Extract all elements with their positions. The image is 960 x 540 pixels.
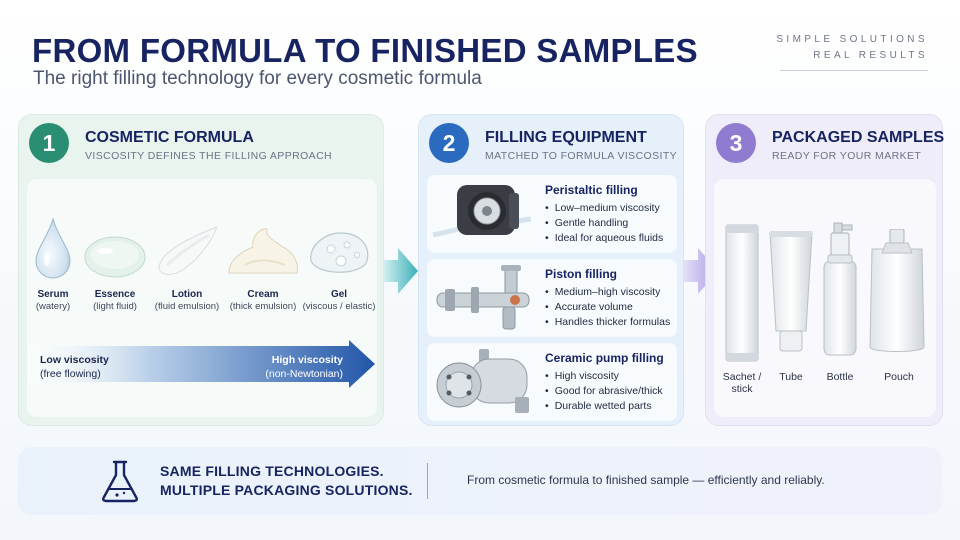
formula-desc: (light fluid) — [93, 301, 137, 312]
equipment-card-ceramic-pump: Ceramic pump filling High viscosity Good… — [427, 343, 677, 421]
peristaltic-pump-icon — [432, 185, 532, 238]
pouch-icon — [869, 229, 925, 352]
cream-dollop-icon — [228, 228, 298, 274]
low-viscosity-desc: (free flowing) — [40, 368, 101, 380]
formula-desc: (fluid emulsion) — [154, 301, 220, 312]
step-1-subtitle: VISCOSITY DEFINES THE FILLING APPROACH — [85, 150, 333, 162]
equipment-point: Low–medium viscosity — [545, 201, 663, 216]
gel-blob-icon — [310, 232, 369, 273]
package-label-line: Sachet / — [722, 371, 762, 383]
formula-desc: (viscous / elastic) — [302, 301, 376, 312]
high-viscosity-label: High viscosity (non-Newtonian) — [265, 353, 343, 381]
formula-item-essence: Essence (light fluid) — [75, 215, 155, 312]
tagline-line-1: SIMPLE SOLUTIONS — [776, 34, 928, 45]
formula-name: Gel — [330, 289, 348, 300]
package-label-pouch: Pouch — [884, 371, 914, 383]
low-viscosity-label: Low viscosity (free flowing) — [40, 353, 109, 381]
formula-name: Serum — [37, 289, 69, 300]
formula-desc: (thick emulsion) — [229, 301, 297, 312]
equipment-point: Gentle handling — [545, 216, 663, 231]
formula-item-serum: Serum (watery) — [13, 215, 93, 312]
viscosity-gradient-arrow — [29, 340, 375, 388]
formula-name: Essence — [94, 289, 136, 300]
equipment-point: Ideal for aqueous fluids — [545, 231, 664, 246]
page-subtitle: The right filling technology for every c… — [33, 68, 482, 89]
step-1-number: 1 — [29, 123, 69, 163]
step-2-subtitle: MATCHED TO FORMULA VISCOSITY — [485, 150, 678, 162]
formula-item-cream: Cream (thick emulsion) — [223, 215, 303, 312]
page-title: FROM FORMULA TO FINISHED SAMPLES — [32, 32, 698, 69]
high-viscosity-desc: (non-Newtonian) — [265, 368, 343, 380]
high-viscosity-title: High viscosity — [271, 354, 343, 366]
sachet-icon — [725, 224, 759, 362]
equipment-title: Peristaltic filling — [545, 183, 638, 197]
package-label-bottle: Bottle — [826, 371, 854, 383]
flask-icon — [102, 460, 138, 503]
package-label-line: stick — [731, 383, 753, 395]
tagline-line-2: REAL RESULTS — [813, 50, 928, 61]
equipment-points: Low–medium viscosity Gentle handling Ide… — [545, 201, 664, 246]
ceramic-pump-icon — [436, 349, 529, 413]
step-3-panel: 3 PACKAGED SAMPLES READY FOR YOUR MARKET… — [705, 114, 945, 426]
tube-icon — [769, 231, 813, 352]
step-3-number: 3 — [716, 123, 756, 163]
step-1-panel: 1 COSMETIC FORMULA VISCOSITY DEFINES THE… — [18, 114, 384, 426]
footer-headline-line-2: MULTIPLE PACKAGING SOLUTIONS. — [160, 482, 413, 498]
footer-text: From cosmetic formula to finished sample… — [467, 473, 825, 487]
package-label-sachet: Sachet / stick — [714, 371, 770, 395]
step-3-subtitle: READY FOR YOUR MARKET — [772, 150, 922, 162]
footer-headline-line-1: SAME FILLING TECHNOLOGIES. — [160, 463, 384, 479]
equipment-card-piston: Piston filling Medium–high viscosity Acc… — [427, 259, 677, 337]
step-2-number: 2 — [429, 123, 469, 163]
low-viscosity-title: Low viscosity — [40, 354, 109, 366]
equipment-card-peristaltic: Peristaltic filling Low–medium viscosity… — [427, 175, 677, 253]
flow-arrow-2-icon — [684, 248, 718, 294]
serum-drop-icon — [35, 217, 71, 279]
footer-divider — [427, 463, 428, 499]
equipment-points: Medium–high viscosity Accurate volume Ha… — [545, 285, 671, 330]
formula-name: Cream — [247, 289, 279, 300]
flow-arrow-1-icon — [384, 248, 418, 294]
formula-desc: (watery) — [35, 301, 71, 312]
lotion-swipe-icon — [158, 226, 218, 275]
tagline-divider — [780, 70, 928, 71]
formula-item-lotion: Lotion (fluid emulsion) — [147, 215, 227, 312]
formula-item-gel: Gel (viscous / elastic) — [299, 215, 379, 312]
equipment-point: Accurate volume — [545, 300, 670, 315]
package-label-tube: Tube — [779, 371, 803, 383]
step-1-title: COSMETIC FORMULA — [85, 129, 254, 146]
step-2-panel: 2 FILLING EQUIPMENT MATCHED TO FORMULA V… — [418, 114, 684, 426]
footer-headline: SAME FILLING TECHNOLOGIES. MULTIPLE PACK… — [160, 462, 413, 500]
step-3-title: PACKAGED SAMPLES — [772, 129, 945, 146]
equipment-point: Durable wetted parts — [545, 399, 663, 414]
footer-banner: SAME FILLING TECHNOLOGIES. MULTIPLE PACK… — [18, 447, 942, 515]
equipment-point: High viscosity — [545, 369, 663, 384]
equipment-points: High viscosity Good for abrasive/thick D… — [545, 369, 663, 414]
essence-puddle-icon — [84, 236, 146, 278]
piston-filler-icon — [436, 265, 530, 330]
bottle-icon — [823, 222, 857, 356]
equipment-point: Medium–high viscosity — [545, 285, 670, 300]
equipment-title: Ceramic pump filling — [545, 351, 664, 365]
equipment-point: Good for abrasive/thick — [545, 384, 663, 399]
step-2-title: FILLING EQUIPMENT — [485, 129, 647, 146]
equipment-point: Handles thicker formulas — [545, 315, 671, 330]
equipment-title: Piston filling — [545, 267, 617, 281]
formula-name: Lotion — [171, 289, 203, 300]
tagline: SIMPLE SOLUTIONS REAL RESULTS — [776, 32, 928, 64]
